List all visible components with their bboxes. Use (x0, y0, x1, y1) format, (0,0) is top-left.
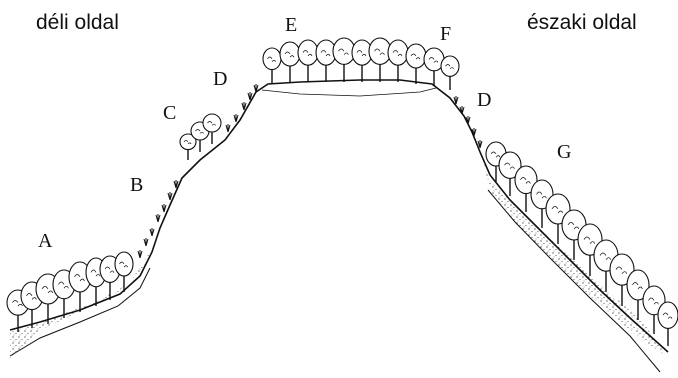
south-side-label: déli oldal (36, 12, 119, 33)
tree (658, 302, 678, 346)
zone-label-c: C (163, 103, 176, 123)
tree (333, 38, 355, 82)
zone-label-e: E (285, 15, 297, 35)
grass-tuft (156, 214, 160, 222)
tree (115, 252, 133, 292)
zone-label-a: A (38, 231, 52, 251)
zone-label-g: G (557, 142, 571, 162)
grass-tuft (168, 192, 172, 200)
shrub (203, 114, 221, 144)
north-side-label: északi oldal (527, 12, 637, 33)
tree (406, 44, 426, 84)
tree (316, 40, 336, 82)
grass-tuft (226, 124, 230, 132)
tree (369, 38, 391, 82)
shrub-zone-c (180, 114, 221, 160)
grass-tuft (162, 204, 166, 212)
grass-tuft (242, 102, 246, 110)
tree (263, 48, 281, 84)
zone-label-b: B (130, 175, 143, 195)
tree (352, 40, 372, 82)
forest-zone-g (486, 142, 678, 346)
grass-tuft (144, 238, 148, 246)
grass-tuft (234, 114, 238, 122)
plateau-soil-line (262, 88, 436, 96)
tree (298, 40, 318, 82)
zone-label-f: F (440, 24, 451, 44)
tree (441, 56, 459, 90)
tree (280, 42, 300, 82)
zone-label-d-left: D (213, 69, 227, 89)
grass-tuft (150, 228, 154, 236)
tree (388, 40, 408, 82)
grass-tuft (138, 250, 142, 258)
zone-label-d-right: D (477, 90, 491, 110)
